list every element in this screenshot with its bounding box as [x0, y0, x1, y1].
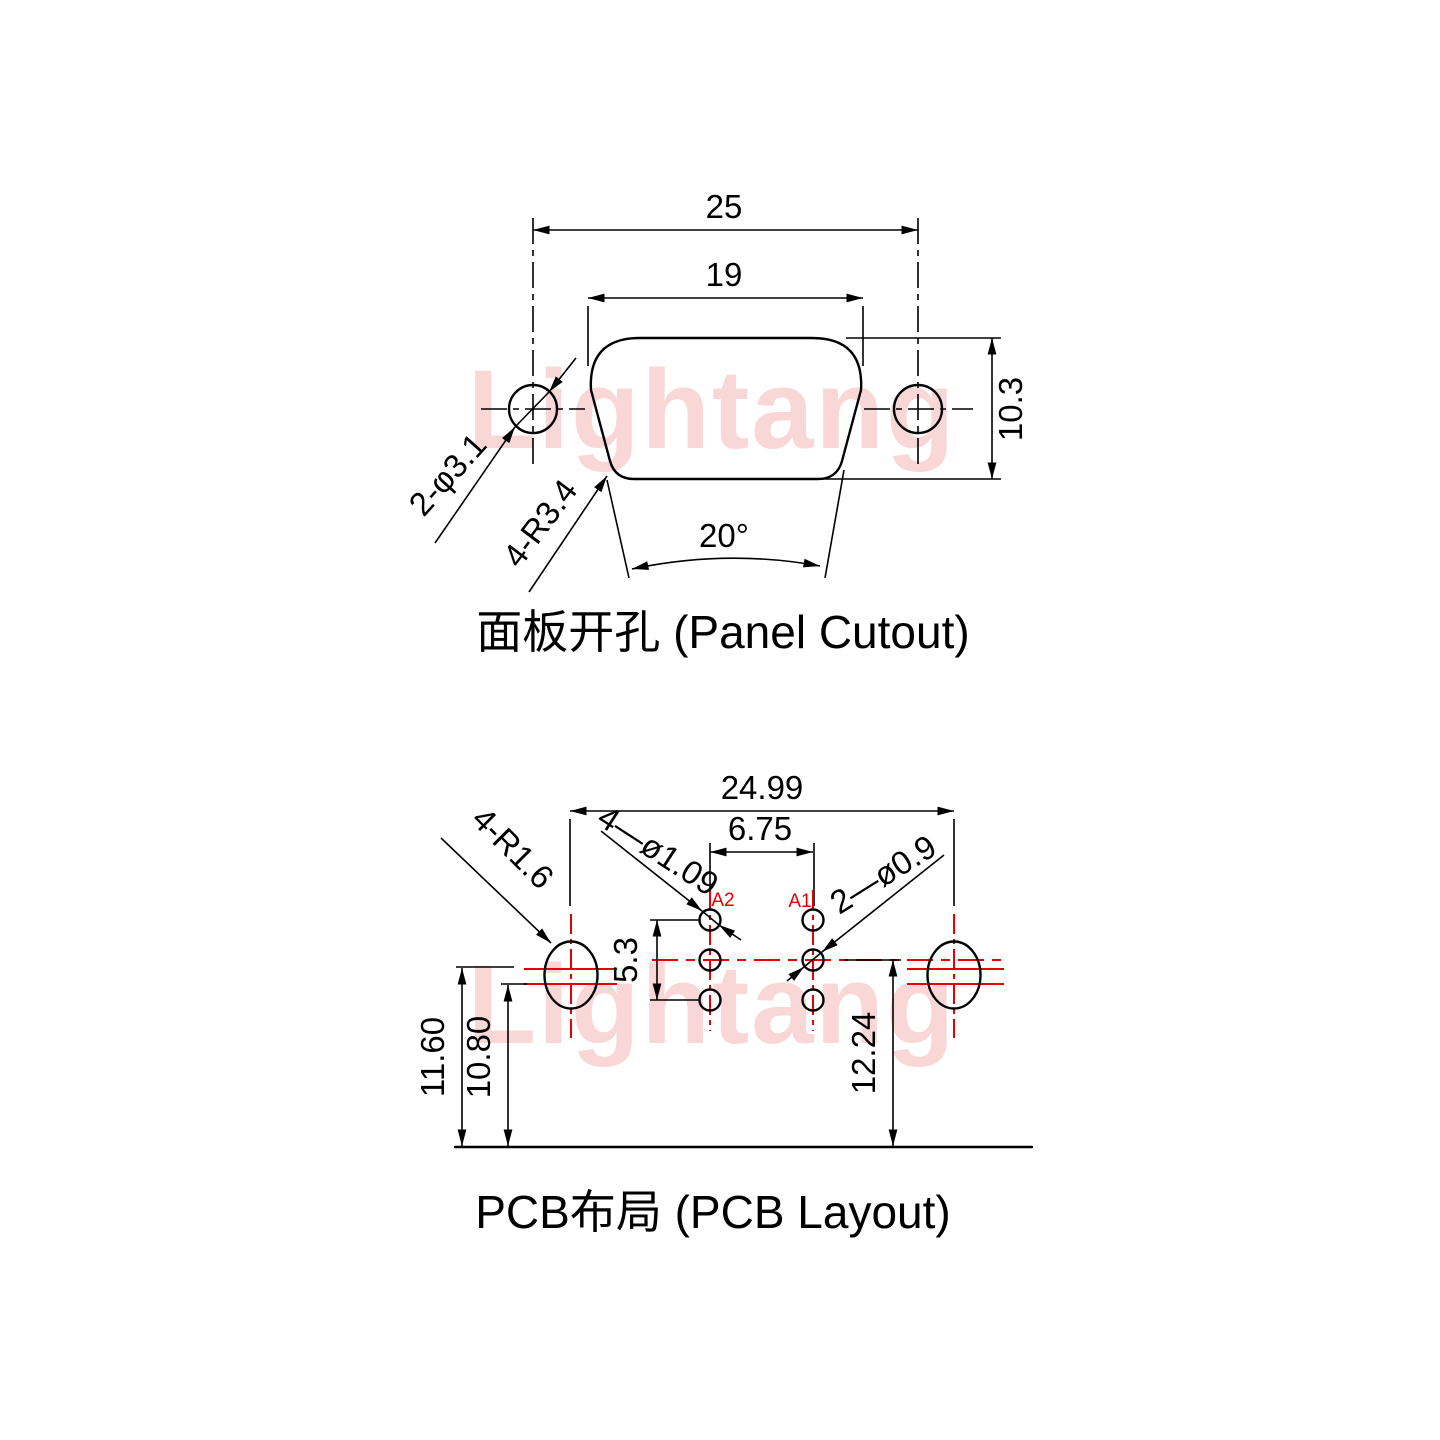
angle-ext-right	[824, 469, 845, 579]
pin-hole	[801, 948, 825, 972]
leader-pin-holes-through	[701, 910, 720, 926]
dim-text-11-60: 11.60	[414, 1017, 451, 1097]
label-pin-holes: 4—ø1.09	[591, 798, 725, 903]
leader-mount-holes-tail	[548, 357, 577, 393]
angle-ext-left	[606, 479, 630, 579]
leader-slot-radius	[440, 837, 552, 944]
pin-hole	[698, 948, 722, 972]
dim-text-10-80: 10.80	[460, 1016, 497, 1099]
mount-hole-left	[507, 383, 559, 435]
mount-hole-right	[892, 383, 944, 435]
angle-arc	[631, 557, 821, 570]
label-mount-holes: 2-φ3.1	[401, 426, 493, 523]
leader-pin-holes-tail	[718, 924, 742, 941]
leader-signal-holes-through	[803, 951, 823, 968]
dim-text-24-99: 24.99	[721, 769, 804, 806]
pad-label-a2: A2	[711, 890, 734, 911]
dim-text-6-75: 6.75	[728, 810, 792, 847]
leader-signal-holes	[821, 854, 945, 953]
dim-text-25: 25	[706, 188, 743, 225]
panel-cutout-title: 面板开孔 (Panel Cutout)	[476, 606, 969, 658]
pcb-layout-title: PCB布局 (PCB Layout)	[475, 1186, 950, 1238]
leader-pin-holes	[600, 830, 703, 912]
dim-text-19: 19	[706, 256, 743, 293]
label-slot-radius: 4-R1.6	[465, 800, 561, 896]
leader-corner-radius	[528, 475, 608, 593]
slot-hole-right	[926, 940, 982, 1010]
slot-hole-left	[543, 940, 599, 1010]
leader-mount-holes	[434, 426, 516, 544]
label-signal-holes: 2—ø0.9	[823, 827, 942, 921]
dim-text-10-3: 10.3	[992, 377, 1029, 441]
dim-text-12-24: 12.24	[845, 1012, 882, 1095]
leader-mount-holes-through	[514, 391, 550, 428]
pad-label-a1: A1	[788, 891, 811, 912]
dim-text-angle: 20°	[699, 517, 749, 554]
label-corner-radius: 4-R3.4	[495, 472, 584, 573]
pin-hole-a1	[801, 908, 825, 932]
pin-hole	[801, 988, 825, 1012]
dim-text-5-3: 5.3	[607, 937, 644, 983]
leader-signal-holes-tail	[786, 966, 805, 982]
panel-cutout-shape	[589, 336, 863, 481]
